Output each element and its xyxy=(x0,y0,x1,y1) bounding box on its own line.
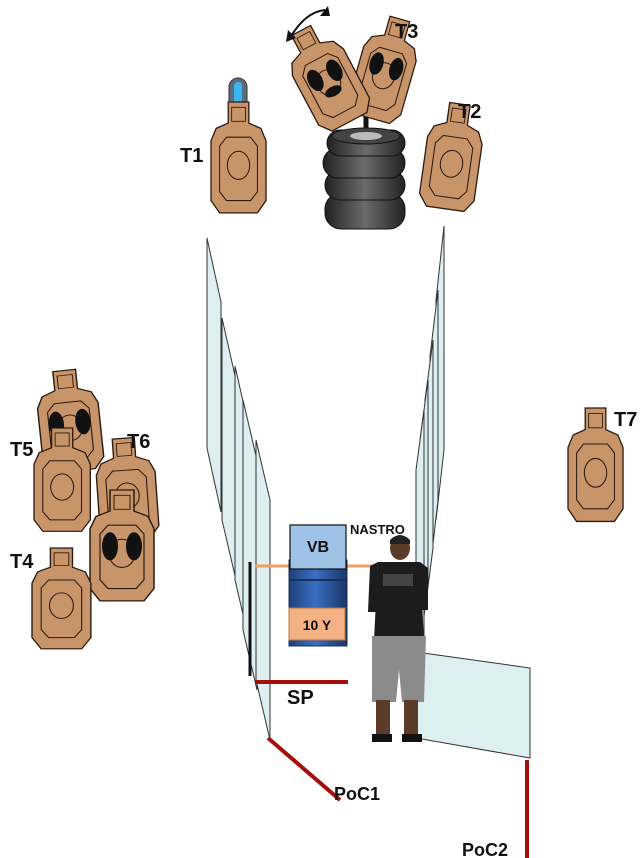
barrel-sign xyxy=(288,607,346,641)
target-cluster-left: T5 T6 T4 xyxy=(10,366,161,650)
right-wall xyxy=(415,225,531,759)
left-wall xyxy=(206,237,271,741)
swing-arrow-icon xyxy=(289,9,326,39)
vb-box: VB xyxy=(289,524,347,570)
sp-label: SP xyxy=(287,687,314,709)
poc2-label: PoC2 xyxy=(462,840,508,858)
target-t2: T2 xyxy=(417,99,488,214)
tire-stack xyxy=(322,100,406,230)
label-t1: T1 xyxy=(180,145,203,167)
label-t2: T2 xyxy=(458,101,481,123)
poc1-label: PoC1 xyxy=(334,784,380,804)
vb-label: VB xyxy=(307,539,329,556)
target-t7: T7 xyxy=(567,407,637,523)
label-t6: T6 xyxy=(127,431,150,453)
barrel-sign-label: 10 Y xyxy=(303,617,332,633)
target-t3: T3 xyxy=(274,6,427,136)
target-t1: T1 xyxy=(180,77,267,214)
barrel: 10 Y xyxy=(288,559,348,647)
poc1-line xyxy=(266,736,342,802)
label-t5: T5 xyxy=(10,439,33,461)
side-wall-panel xyxy=(415,651,531,759)
fault-lines xyxy=(255,680,529,858)
label-t3: T3 xyxy=(395,21,418,43)
label-t4: T4 xyxy=(10,551,34,573)
label-t7: T7 xyxy=(614,409,637,431)
shooter-figure xyxy=(368,535,428,742)
tape-label: NASTRO xyxy=(350,522,405,537)
